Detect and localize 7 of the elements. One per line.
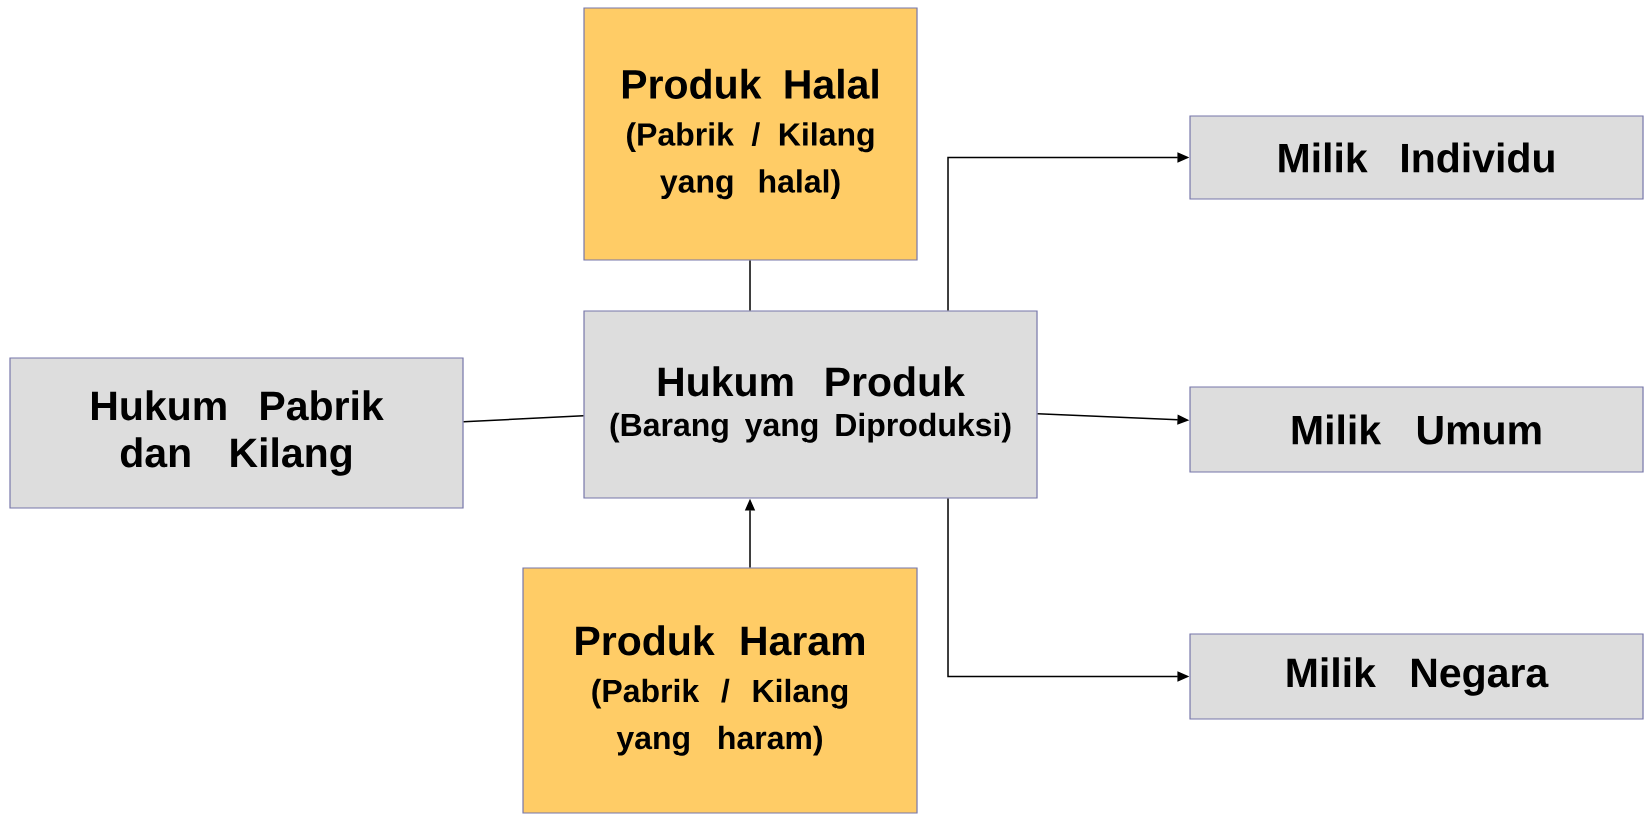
process-box: Hukum Produk (Barang yang Diproduksi)	[583, 310, 1038, 499]
process-box: Hukum Pabrik dan Kilang	[9, 357, 464, 509]
ownership-box: Milik Negara	[1189, 633, 1644, 720]
ownership-box: Milik Individu	[1189, 115, 1644, 200]
product-box: Produk Haram (Pabrik / Kilang yang haram)	[522, 567, 918, 814]
product-box: Produk Halal (Pabrik / Kilang yang halal)	[583, 7, 918, 261]
ownership-box: Milik Umum	[1189, 386, 1644, 473]
